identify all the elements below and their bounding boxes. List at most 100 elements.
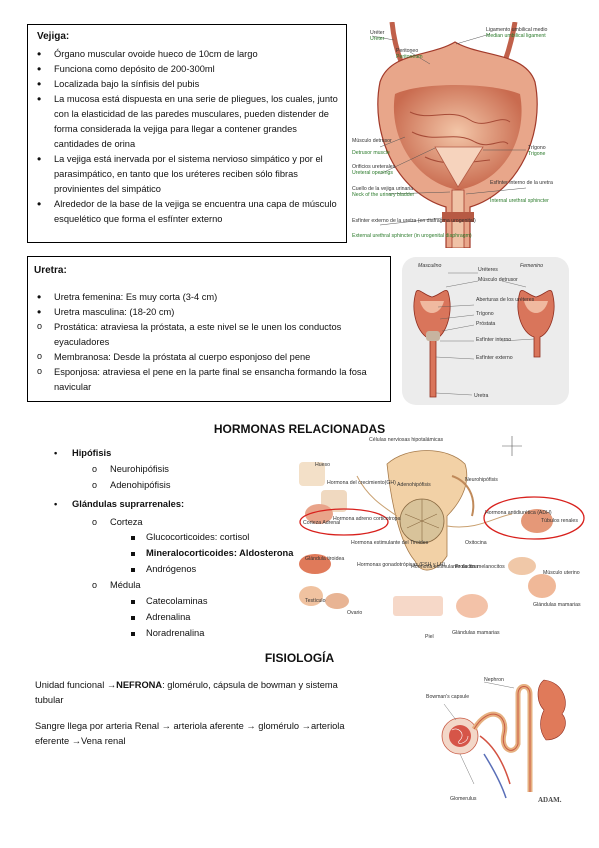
- label-musculo-detrusor: Músculo detrusor: [478, 277, 518, 283]
- uretra-box: Uretra: Uretra femenina: Es muy corta (3…: [27, 256, 391, 402]
- hormona-gluco: Glucocorticoides: cortisol: [131, 530, 250, 545]
- label-esfinter-ext-en: External urethral sphincter (in urogenit…: [352, 233, 472, 239]
- label-hueso: Hueso: [315, 462, 330, 468]
- list-item: Localizada bajo la sínfisis del pubis: [28, 77, 346, 92]
- glandulas-text: Glándulas suprarrenales:: [72, 499, 185, 509]
- label-esf-int: Esfínter interno: [476, 337, 511, 343]
- label-musculo-en: Detrusor muscle: [352, 150, 390, 156]
- label-aberturas: Aberturas de los uréteres: [476, 297, 535, 303]
- hormona-glandulas: •Glándulas suprarrenales:: [54, 499, 185, 509]
- bladder-illustration: Uréter Ureter Peritoneo Peritoneum Ligam…: [350, 22, 578, 248]
- adam-logo: ADAM.: [538, 796, 562, 804]
- adrenalina-text: Adrenalina: [146, 612, 191, 622]
- label-nephron: Nephron: [484, 677, 504, 683]
- list-item: Prostática: atraviesa la próstata, a est…: [28, 319, 388, 350]
- hormonas-heading: HORMONAS RELACIONADAS: [213, 422, 386, 436]
- label-testiculo: Testículo: [305, 598, 326, 604]
- p2-b: eferente →Vena renal: [35, 736, 126, 746]
- list-item: Alrededor de la base de la vejiga se enc…: [28, 197, 346, 227]
- p2-a: Sangre llega por arteria Renal → arterio…: [35, 721, 345, 731]
- label-musculo: Músculo detrusor: [352, 138, 392, 144]
- gluco-text: Glucocorticoides: cortisol: [146, 532, 250, 542]
- label-glandula-tir: Glándula tiroidea: [305, 556, 344, 562]
- label-celulas: Células nerviosas hipotalámicas: [369, 437, 444, 443]
- label-uretra: Uretra: [474, 393, 489, 399]
- label-masculino: Masculino: [418, 263, 441, 269]
- andro-text: Andrógenos: [146, 564, 197, 574]
- neuro-text: Neurohipófisis: [110, 464, 169, 474]
- list-item: La mucosa está dispuesta en una serie de…: [28, 92, 346, 152]
- label-glomerulus: Glomerulus: [450, 796, 477, 802]
- hormona-cateco: Catecolaminas: [131, 594, 208, 609]
- label-esf-ext: Esfínter externo: [476, 355, 513, 361]
- label-adh: Hormona antidiurética (ADH): [485, 510, 552, 516]
- p1-a: Unidad funcional →: [35, 680, 117, 690]
- label-tiroides: Hormona estimulante del Tiroides: [351, 540, 429, 546]
- label-cuello-en: Neck of the urinary bladder: [352, 192, 415, 198]
- fisiologia-heading: FISIOLOGÍA: [264, 651, 335, 665]
- label-cuello: Cuello de la vejiga urinaria: [352, 186, 413, 192]
- label-esfinter-ext: Esfínter externo de la uretra (en diafra…: [352, 218, 476, 224]
- hormona-andro: Andrógenos: [131, 562, 197, 577]
- hormone-illustration: Células nerviosas hipotalámicas Hueso Ho…: [297, 436, 587, 646]
- label-tubulos: Túbulos renales: [541, 518, 578, 524]
- uretra-title: Uretra:: [34, 265, 67, 276]
- label-ureter: Uréter: [370, 30, 385, 36]
- noradrenalina-text: Noradrenalina: [146, 628, 205, 638]
- label-prostata: Próstata: [476, 321, 495, 327]
- label-trigono: Trígono: [528, 145, 546, 151]
- mineralo-text: Mineralocorticoides: Aldosterona: [146, 548, 294, 558]
- label-gh: Hormona del crecimiento(GH): [327, 480, 396, 486]
- label-esfinter-int-en: Internal urethral sphincter: [490, 198, 549, 204]
- label-orificios: Orificios ureterales: [352, 164, 396, 170]
- list-item: Membranosa: Desde la próstata al cuerpo …: [28, 349, 388, 365]
- label-bowman: Bowman's capsule: [426, 694, 469, 700]
- adeno-text: Adenohipófisis: [110, 480, 171, 490]
- list-item: Uretra femenina: Es muy corta (3-4 cm): [28, 290, 388, 305]
- label-femenino: Femenino: [520, 263, 543, 269]
- label-glandulas-mam: Glándulas mamarias: [452, 630, 500, 636]
- label-gonado: Hormonas gonadotrópicas (FSH y LH): [357, 562, 445, 568]
- label-adeno-img: Adenohipófisis: [397, 482, 431, 488]
- label-ovario: Ovario: [347, 610, 362, 616]
- label-prolactina: Prolactina: [455, 564, 478, 570]
- label-peritoneo: Peritoneo: [396, 48, 418, 54]
- label-esfinter-int: Esfínter interno de la uretra: [490, 180, 553, 186]
- label-oxitocina: Oxitocina: [465, 540, 487, 546]
- hormona-mineralo: Mineralocorticoides: Aldosterona: [131, 546, 294, 561]
- fisiologia-p1: Unidad funcional →NEFRONA: glomérulo, cá…: [35, 678, 375, 708]
- label-ureteres: Uréteres: [478, 267, 498, 273]
- p1-c: : glomérulo, cápsula de bowman y sistema: [162, 680, 338, 690]
- label-peritoneo-en: Peritoneum: [396, 54, 423, 60]
- label-orificios-en: Ureteral openings: [352, 170, 393, 176]
- vejiga-title: Vejiga:: [37, 31, 70, 42]
- label-glandulas-mam2: Glándulas mamarias: [533, 602, 581, 608]
- nephron-illustration: Nephron Bowman's capsule Glomerulus ADAM…: [414, 674, 574, 806]
- label-neuro-img: Neurohipófisis: [465, 477, 498, 483]
- hormona-hipofisis: •Hipófisis: [54, 448, 112, 458]
- label-musculo-ut: Músculo uterino: [543, 570, 580, 576]
- label-melano: Hormona estimulante de los melanocitos: [411, 564, 505, 570]
- urethra-illustration: Masculino Femenino Uréteres Músculo detr…: [402, 257, 569, 405]
- uretra-list: Uretra femenina: Es muy corta (3-4 cm) U…: [28, 290, 388, 395]
- p1-b: NEFRONA: [116, 680, 163, 690]
- label-ureter-en: Ureter: [370, 36, 385, 42]
- list-item: Uretra masculina: (18-20 cm): [28, 305, 388, 320]
- vejiga-box: Vejiga: Órgano muscular ovoide hueco de …: [27, 24, 347, 243]
- label-trigono-en: Trigone: [528, 151, 546, 157]
- label-ligamento: Ligamento umbilical medio: [486, 27, 548, 33]
- label-ligamento-en: Median umbilical ligament: [486, 33, 546, 39]
- list-item: Funciona como depósito de 200-300ml: [28, 62, 346, 77]
- list-item: Órgano muscular ovoide hueco de 10cm de …: [28, 47, 346, 62]
- hormona-noradrenalina: Noradrenalina: [131, 626, 205, 641]
- list-item: Esponjosa: atraviesa el pene en la parte…: [28, 364, 388, 395]
- p1-d: tubular: [35, 695, 64, 705]
- label-acth: Hormona adreno corticotropa: [333, 516, 401, 522]
- list-item: La vejiga está inervada por el sistema n…: [28, 152, 346, 197]
- hormona-adrenalina: Adrenalina: [131, 610, 191, 625]
- label-piel: Piel: [425, 634, 434, 640]
